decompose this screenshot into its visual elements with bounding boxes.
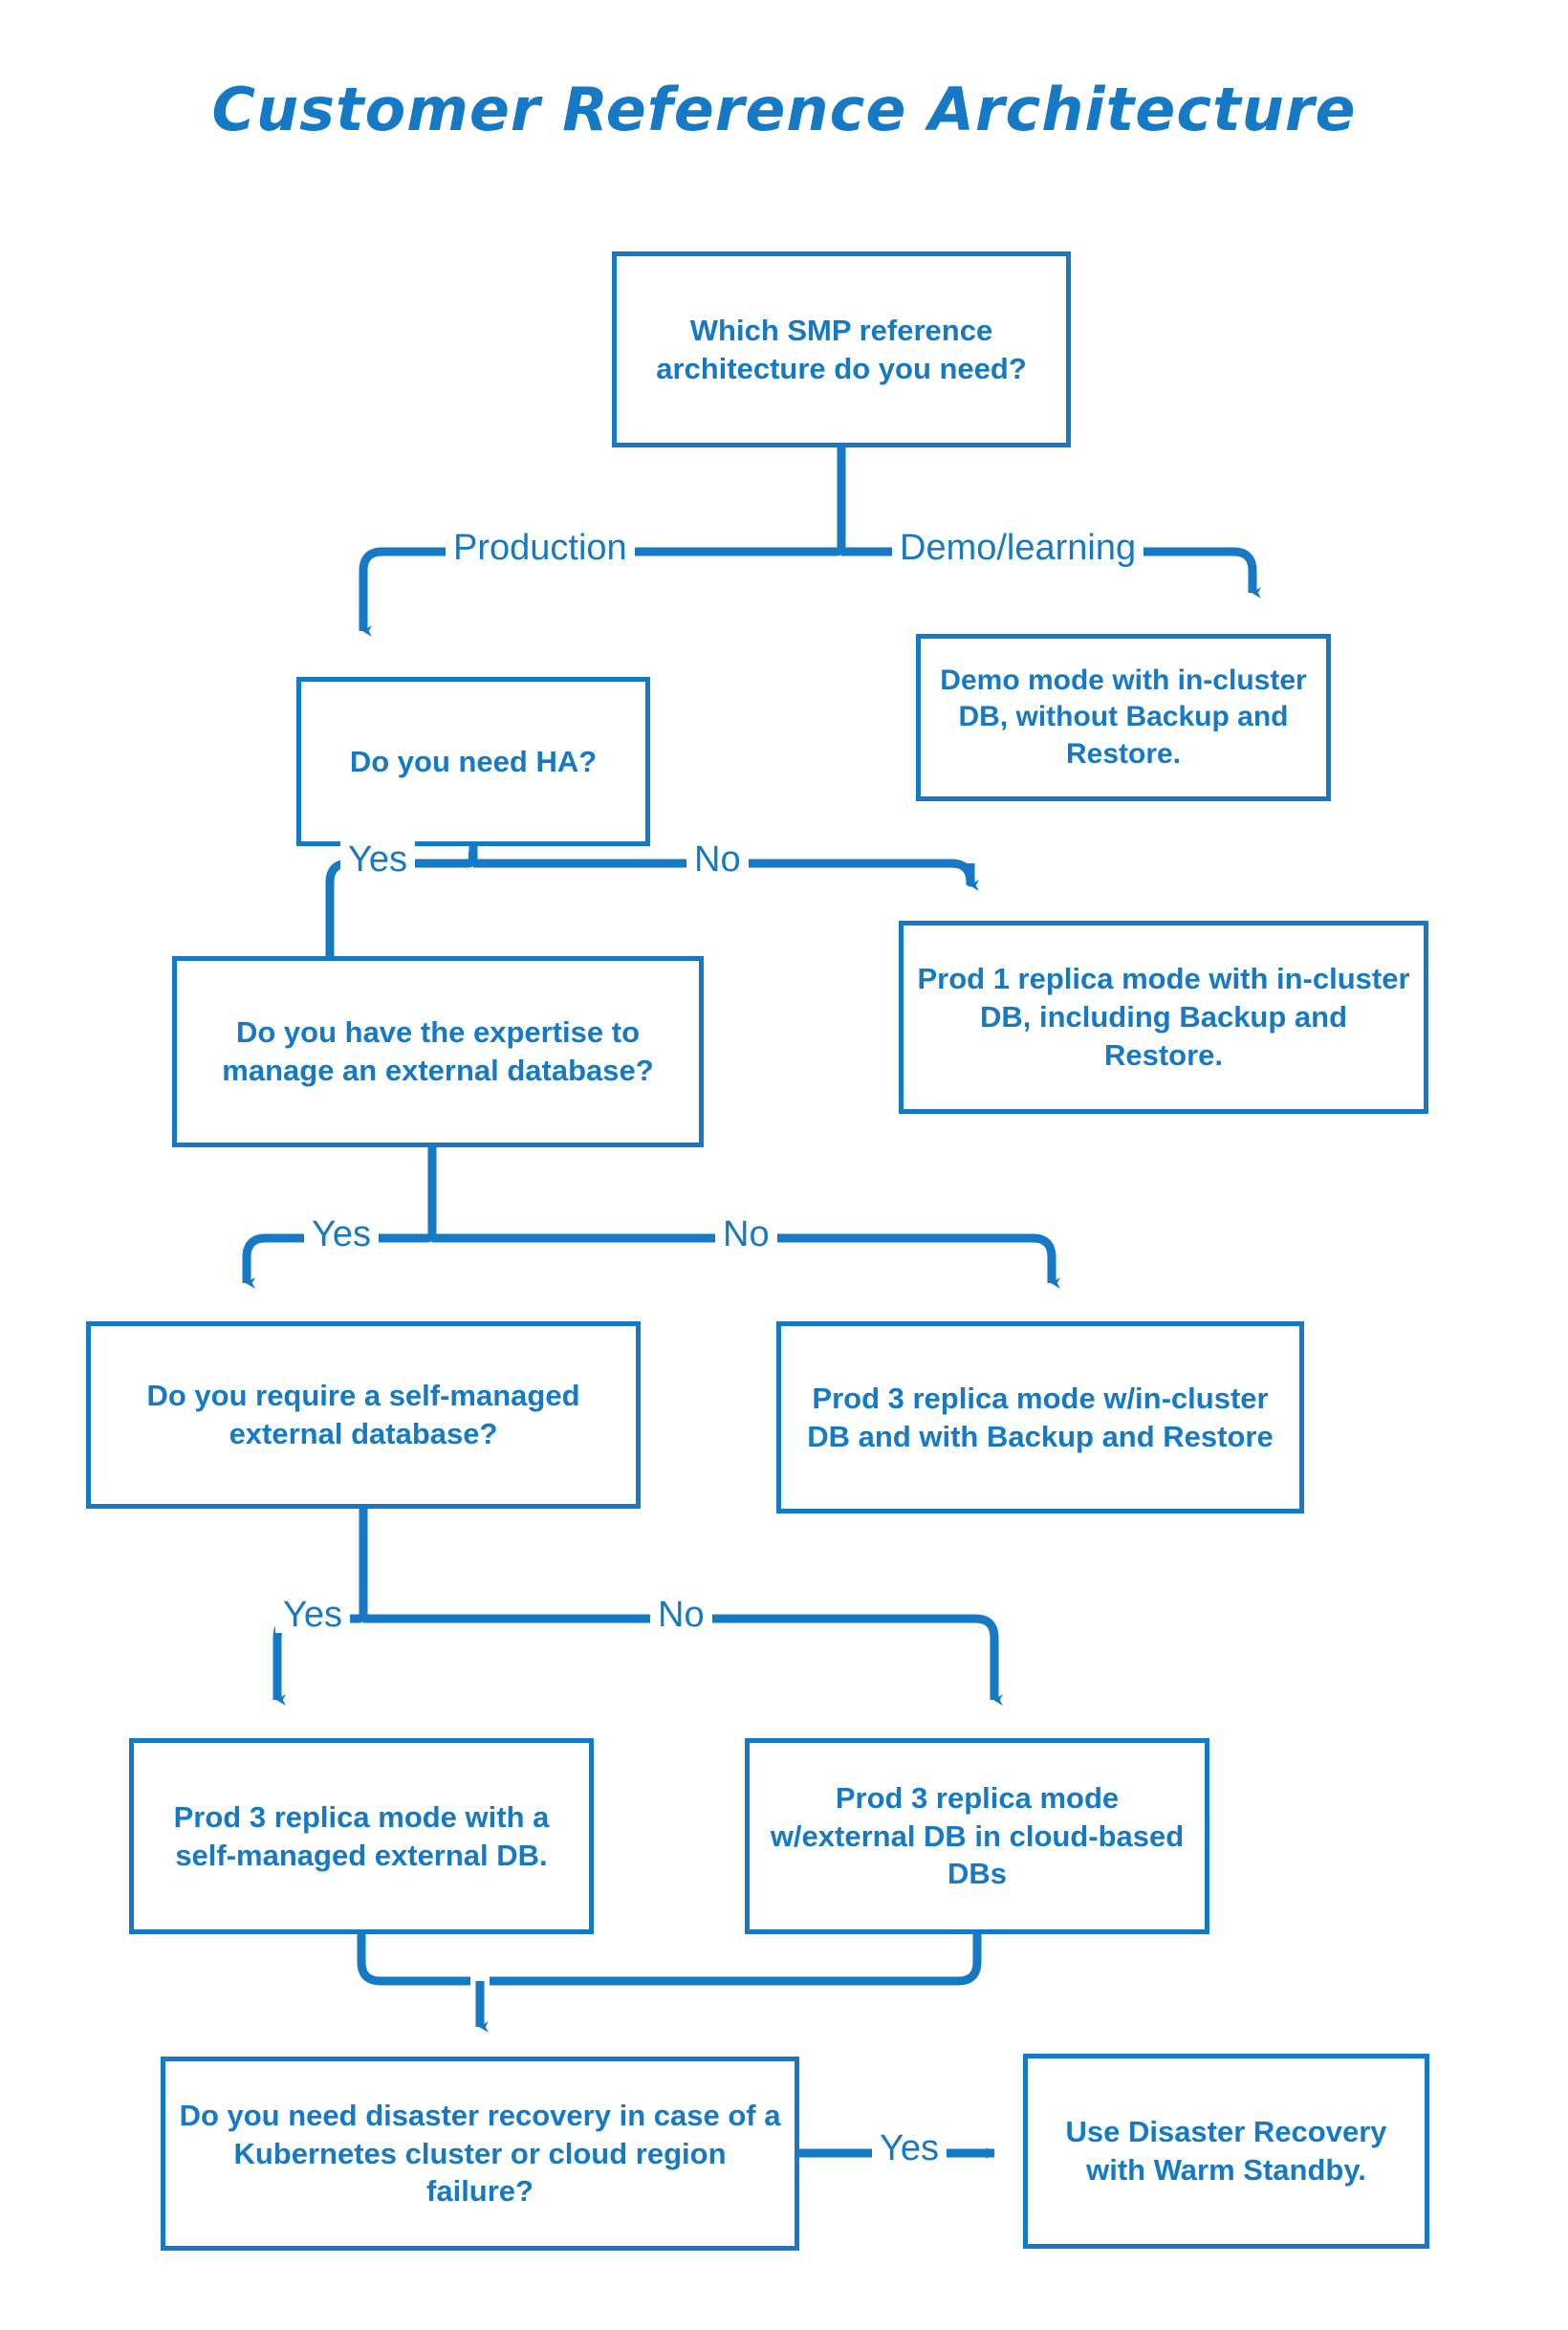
node-demo-mode[interactable]: Demo mode with in-cluster DB, without Ba… bbox=[916, 634, 1331, 801]
edge-expertise-no bbox=[432, 1233, 1060, 1289]
edge-prod3self-to-merge bbox=[357, 1934, 470, 1986]
node-prod-3-replica-self-managed[interactable]: Prod 3 replica mode with a self-managed … bbox=[129, 1738, 594, 1934]
edge-label-selfmanaged-no: No bbox=[650, 1597, 712, 1633]
edge-selfmanaged-no bbox=[363, 1614, 1003, 1706]
edge-expertise-yes bbox=[242, 1232, 437, 1289]
node-do-you-have-the-expertise[interactable]: Do you have the expertise to manage an e… bbox=[172, 956, 704, 1147]
edge-label-demo-learning: Demo/learning bbox=[892, 530, 1144, 566]
edge-label-selfmanaged-yes: Yes bbox=[275, 1597, 350, 1633]
node-which-smp-reference-architecture[interactable]: Which SMP reference architecture do you … bbox=[612, 251, 1071, 447]
node-do-you-need-ha[interactable]: Do you need HA? bbox=[296, 677, 650, 846]
node-prod-3-replica-mode-in-cluster[interactable]: Prod 3 replica mode w/in-cluster DB and … bbox=[776, 1321, 1304, 1513]
edge-label-expertise-yes: Yes bbox=[304, 1216, 379, 1252]
edge-demo-learning bbox=[841, 547, 1261, 599]
edge-label-ha-yes: Yes bbox=[340, 841, 415, 878]
node-prod-1-replica-mode[interactable]: Prod 1 replica mode with in-cluster DB, … bbox=[899, 921, 1428, 1114]
edge-prod3cloud-to-merge bbox=[490, 1934, 982, 1986]
edge-label-expertise-no: No bbox=[715, 1216, 777, 1252]
node-use-disaster-recovery-warm-standby[interactable]: Use Disaster Recovery with Warm Standby. bbox=[1023, 2054, 1429, 2249]
node-do-you-require-self-managed[interactable]: Do you require a self-managed external d… bbox=[86, 1321, 641, 1509]
edge-label-dr-yes: Yes bbox=[872, 2130, 947, 2167]
node-do-you-need-disaster-recovery[interactable]: Do you need disaster recovery in case of… bbox=[161, 2057, 799, 2251]
edge-label-ha-no: No bbox=[686, 841, 749, 878]
edge-label-production: Production bbox=[446, 530, 635, 566]
node-prod-3-replica-cloud-db[interactable]: Prod 3 replica mode w/external DB in clo… bbox=[745, 1738, 1209, 1934]
page-title: Customer Reference Architecture bbox=[211, 75, 1357, 144]
